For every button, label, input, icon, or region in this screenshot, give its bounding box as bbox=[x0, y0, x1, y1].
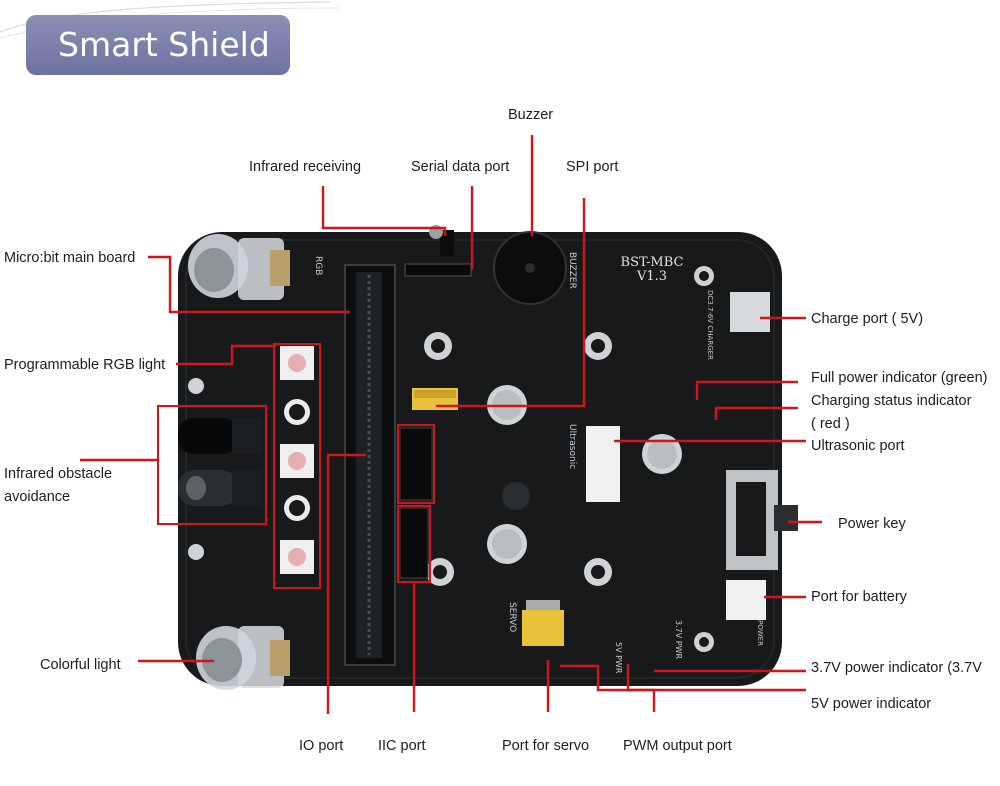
mounting-holes bbox=[188, 266, 714, 652]
board-model-text: BST-MBC bbox=[621, 255, 684, 270]
io-port-callout-line bbox=[326, 453, 366, 714]
label-charging-status-indicator-2: ( red ) bbox=[811, 416, 850, 432]
io-port-callout-box bbox=[397, 424, 435, 504]
battery-connector bbox=[726, 580, 766, 620]
pcb-board bbox=[178, 232, 782, 686]
label-serial-data-port: Serial data port bbox=[411, 159, 510, 175]
iic-header bbox=[399, 507, 429, 579]
callout-lines bbox=[80, 135, 822, 714]
silk-buzzer-text: BUZZER bbox=[567, 252, 577, 289]
label-spi-port: SPI port bbox=[566, 159, 619, 175]
label-iic-port: IIC port bbox=[378, 738, 426, 754]
colorful-light-top bbox=[188, 234, 290, 300]
rgb-led-callout-box bbox=[273, 343, 321, 589]
full-power-callout-line bbox=[695, 380, 798, 400]
label-infrared-obstacle-1: Infrared obstacle bbox=[4, 466, 113, 482]
servo-header bbox=[522, 600, 564, 646]
board-version-text: V1.3 bbox=[636, 269, 667, 284]
ir-sensor-callout-box bbox=[157, 405, 267, 525]
charging-status-callout-line bbox=[714, 406, 798, 420]
buzzer-component bbox=[493, 231, 567, 305]
silk-charger-text: DC3.7-6V CHARGER bbox=[706, 290, 714, 360]
microbit-edge-connector bbox=[344, 264, 396, 666]
label-port-for-servo: Port for servo bbox=[502, 738, 590, 754]
label-ultrasonic-port: Ultrasonic port bbox=[811, 438, 905, 454]
page-title: Smart Shield bbox=[26, 15, 290, 75]
label-37v-power-indicator: 3.7V power indicator (3.7V bbox=[811, 660, 982, 676]
colorful-light-bottom bbox=[196, 626, 290, 690]
pwm-callout-line bbox=[560, 664, 656, 712]
label-full-power-indicator: Full power indicator (green) bbox=[811, 370, 988, 386]
io-header bbox=[399, 427, 433, 501]
infrared-receiver bbox=[440, 230, 454, 256]
label-charging-status-indicator-1: Charging status indicator bbox=[811, 393, 972, 409]
label-power-key: Power key bbox=[838, 516, 906, 532]
label-infrared-receiving: Infrared receiving bbox=[249, 159, 362, 175]
label-5v-power-indicator: 5V power indicator bbox=[811, 696, 932, 712]
silk-servo-text: SERVO bbox=[507, 602, 517, 632]
charge-connector bbox=[730, 292, 770, 332]
label-port-for-battery: Port for battery bbox=[811, 589, 907, 605]
label-colorful-light: Colorful light bbox=[40, 657, 121, 673]
label-io-port: IO port bbox=[299, 738, 344, 754]
label-programmable-rgb-light: Programmable RGB light bbox=[4, 357, 166, 373]
power-switch bbox=[726, 470, 798, 570]
label-microbit-main-board: Micro:bit main board bbox=[4, 250, 136, 266]
silk-37v-pwr-text: 3.7V PWR bbox=[674, 620, 683, 659]
silk-ultrasonic-text: Ultrasonic bbox=[567, 424, 577, 469]
label-infrared-obstacle-2: avoidance bbox=[4, 489, 71, 505]
microbit-callout-line bbox=[148, 255, 350, 314]
ultrasonic-connector bbox=[586, 426, 620, 502]
label-pwm-output-port: PWM output port bbox=[623, 738, 732, 754]
silk-5v-pwr-text: 5V PWR bbox=[614, 642, 623, 674]
spi-header bbox=[412, 388, 458, 410]
infrared-obstacle-sensors bbox=[178, 418, 262, 506]
silk-rgb-text: RGB bbox=[313, 256, 323, 275]
serial-header bbox=[404, 263, 472, 277]
spi-callout-line bbox=[436, 198, 586, 408]
programmable-rgb-leds bbox=[280, 346, 314, 574]
infrared-receiving-callout-line bbox=[321, 186, 447, 236]
programmable-rgb-callout-line bbox=[176, 344, 276, 366]
silk-power-text: POWER bbox=[756, 620, 764, 646]
label-charge-port: Charge port ( 5V) bbox=[811, 311, 924, 327]
label-buzzer: Buzzer bbox=[508, 107, 554, 123]
